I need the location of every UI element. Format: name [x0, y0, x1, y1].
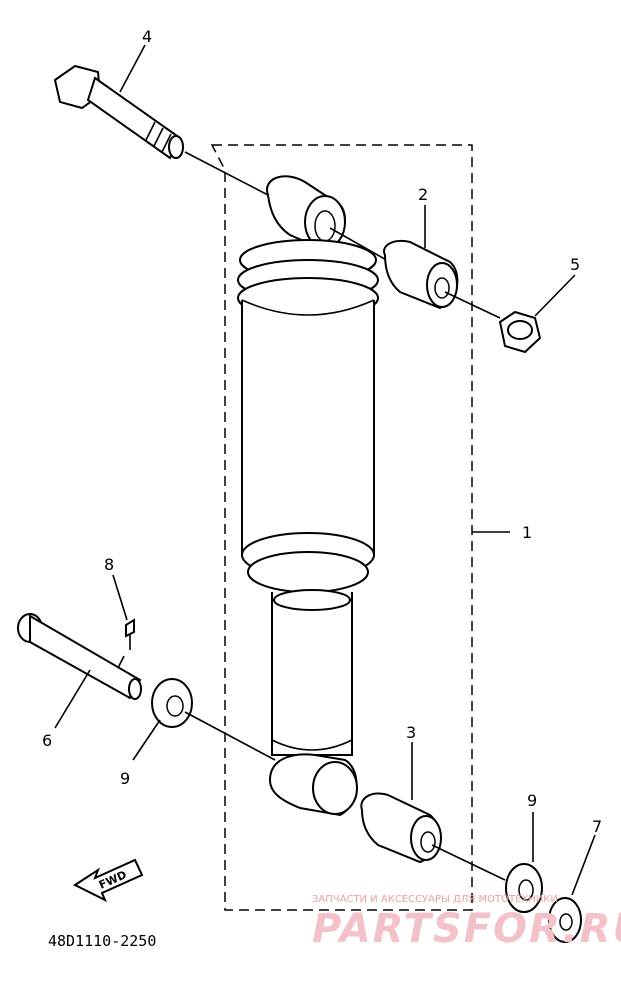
callout-2: 2 — [418, 185, 428, 204]
leader-bush-to-washer — [431, 844, 506, 881]
shock-top-eye — [266, 175, 346, 252]
leader-bush-to-nut — [444, 291, 501, 319]
leader-4 — [119, 44, 146, 93]
leader-washer-to-eye — [184, 711, 276, 761]
callout-8: 8 — [104, 555, 114, 574]
leader-7 — [571, 834, 596, 896]
fwd-arrow-icon: FWD — [72, 858, 144, 903]
bolt-part-4 — [53, 64, 184, 160]
leader-5 — [534, 274, 576, 317]
bush-part-3 — [360, 792, 442, 864]
callout-1: 1 — [522, 523, 532, 542]
nut-part-5 — [498, 310, 542, 354]
leader-6 — [54, 669, 91, 729]
bush-part-2 — [383, 239, 459, 310]
shock-absorber-body — [237, 239, 379, 756]
washer-part-7 — [548, 897, 582, 943]
callout-7: 7 — [592, 817, 602, 836]
callout-9-left: 9 — [120, 769, 130, 788]
watermark-tagline: ЗАПЧАСТИ И АКСЕССУАРЫ ДЛЯ МОТОТЕХНИКИ — [312, 894, 558, 905]
callout-6: 6 — [42, 731, 52, 750]
shock-bottom-eye — [268, 753, 358, 817]
diagram-code: 48D1110-2250 — [48, 932, 156, 950]
callout-3: 3 — [406, 723, 416, 742]
callout-5: 5 — [570, 255, 580, 274]
leader-8 — [112, 574, 128, 621]
leader-bolt-to-eye — [184, 151, 269, 196]
cotter-pin-part-8 — [125, 618, 135, 650]
washer-part-9-right — [505, 863, 543, 913]
watermark-brand: PARTSFOR.RU — [312, 906, 621, 952]
leader-eye-to-bush — [329, 227, 391, 263]
leader-9-left — [132, 719, 161, 761]
pin-part-6 — [17, 613, 142, 700]
callout-4: 4 — [142, 27, 152, 46]
washer-part-9-left — [151, 678, 193, 728]
callout-9-right: 9 — [527, 791, 537, 810]
assembly-boundary — [210, 144, 473, 911]
